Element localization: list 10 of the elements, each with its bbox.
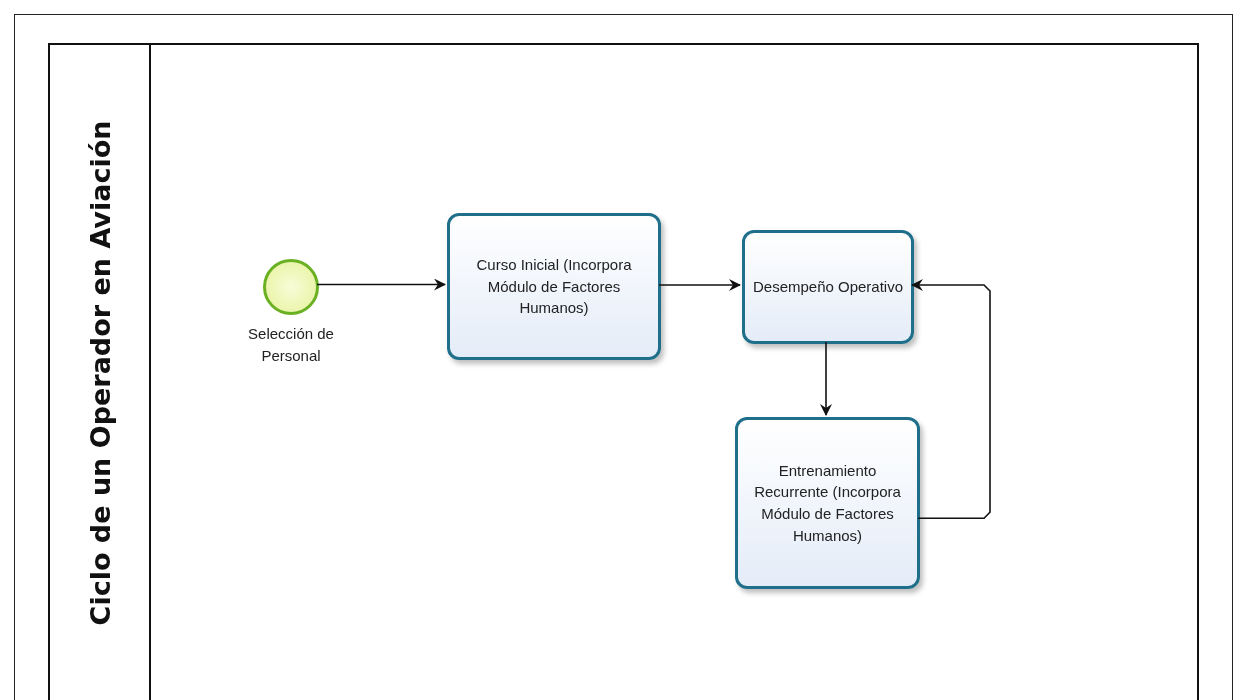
start-event-circle	[263, 259, 319, 315]
task-box: Curso Inicial (Incorpora Módulo de Factores Humanos)	[447, 213, 661, 360]
pool-title: Ciclo de un Operador en Aviación	[84, 120, 115, 625]
task-box: Desempeño Operativo	[742, 230, 914, 344]
arrow	[316, 278, 446, 291]
task-box: Entrenamiento Recurrente (Incorpora Módulo de Factores Humanos)	[735, 417, 920, 589]
arrow	[820, 341, 832, 416]
event-label: Selección de Personal	[247, 324, 335, 366]
arrow	[658, 279, 741, 291]
arrow	[911, 279, 991, 519]
